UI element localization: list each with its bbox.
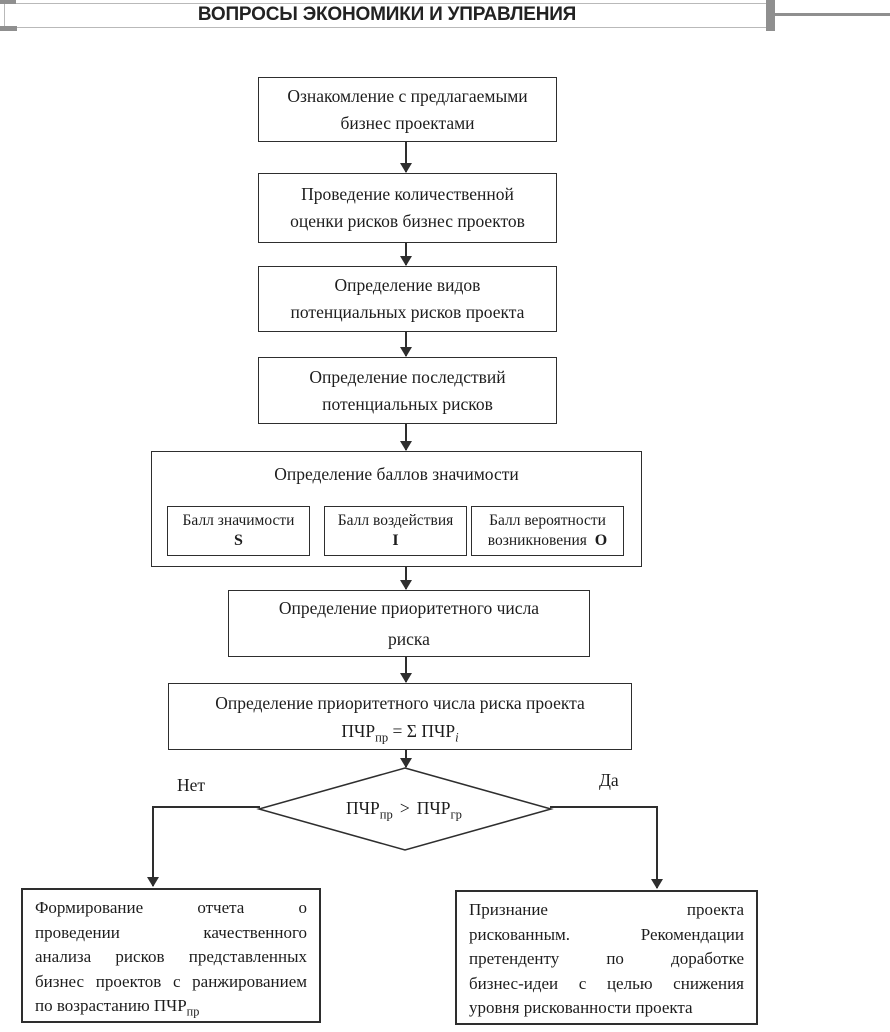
branch-line-no-horizontal <box>152 806 260 808</box>
step-box-rpn: Определение приоритетного числа риска <box>228 590 590 657</box>
step-text: Ознакомление с предлагаемыми <box>287 85 528 106</box>
header-bracket-bottom-left <box>0 26 17 31</box>
score-label: Балл воздействия <box>337 512 454 529</box>
score-label: Балл значимости <box>182 512 295 529</box>
score-box-impact: Балл воздействия I <box>324 506 467 556</box>
flow-arrow <box>400 424 412 451</box>
flow-arrow <box>400 332 412 357</box>
step-text: оценки рисков бизнес проектов <box>290 211 525 231</box>
branch-line-yes-horizontal <box>550 806 658 808</box>
score-label-2: возникновения O <box>487 532 608 549</box>
step-text: потенциальных рисков проекта <box>290 302 525 322</box>
score-box-significance: Балл значимости S <box>167 506 310 556</box>
step-box-risk-consequences: Определение последствий потенциальных ри… <box>258 357 557 424</box>
decision-condition: ПЧРпр>ПЧРгр <box>346 798 462 822</box>
header-bracket-top-left <box>0 0 16 4</box>
step-box-project-rpn: Определение приоритетного числа риска пр… <box>168 683 632 750</box>
step-text: потенциальных рисков <box>322 393 493 414</box>
outcome-line: анализа рисков представленных <box>35 947 307 967</box>
outcome-line-last: уровня рискованности проекта <box>469 998 693 1018</box>
rpn-formula: ПЧРпр = Σ ПЧРi <box>341 720 459 744</box>
branch-label-no: Нет <box>177 775 206 795</box>
outcome-line: рискованным. Рекомендации <box>469 924 744 944</box>
score-box-occurrence: Балл вероятности возникновения O <box>471 506 624 556</box>
outcome-box-yes: Признание проекта рискованным. Рекоменда… <box>455 890 758 1025</box>
outcome-line: Формирование отчета о <box>35 898 307 917</box>
score-symbol: S <box>234 532 243 549</box>
step-text: Определение последствий <box>309 366 506 387</box>
outcome-box-no: Формирование отчета о проведении качеств… <box>21 888 321 1023</box>
score-label: Балл вероятности <box>489 512 606 529</box>
flow-arrow <box>400 243 412 266</box>
outcome-line: бизнес-идеи с целью снижения <box>469 973 744 993</box>
outcome-line: претенденту по доработке <box>469 949 744 969</box>
branch-arrow-no <box>147 806 159 887</box>
step-box-risk-types: Определение видов потенциальных рисков п… <box>258 266 557 332</box>
scores-group-box: Определение баллов значимости Балл значи… <box>151 451 642 567</box>
header-bracket-right <box>766 0 775 31</box>
flow-arrow <box>400 567 412 590</box>
step-text: Определение видов <box>334 275 481 295</box>
header-rule-right <box>775 13 890 16</box>
step-text: Определение приоритетного числа <box>278 597 540 618</box>
step-box-quantitative-assessment: Проведение количественной оценки рисков … <box>258 173 557 243</box>
outcome-line: Признание проекта <box>469 900 744 919</box>
step-text: Проведение количественной <box>301 184 514 204</box>
score-symbol: O <box>594 532 608 549</box>
branch-arrow-yes <box>651 806 663 889</box>
journal-title: ВОПРОСЫ ЭКОНОМИКИ И УПРАВЛЕНИЯ <box>197 4 577 25</box>
score-symbol: I <box>392 532 399 549</box>
outcome-line: проведении качественного <box>35 922 307 942</box>
decision-diamond <box>256 767 554 851</box>
outcome-line: бизнес проектов с ранжированием <box>35 971 307 991</box>
step-text: риска <box>388 628 430 649</box>
step-text: Определение приоритетного числа риска пр… <box>215 692 585 713</box>
step-text: бизнес проектами <box>340 112 475 133</box>
branch-label-yes: Да <box>599 770 619 790</box>
scores-title: Определение баллов значимости <box>274 464 519 484</box>
flow-arrow <box>400 142 412 173</box>
flow-arrow <box>400 750 412 768</box>
outcome-line-last: по возрастанию ПЧРпр <box>35 996 200 1019</box>
step-box-review-projects: Ознакомление с предлагаемыми бизнес прое… <box>258 77 557 142</box>
journal-header-box <box>4 3 770 28</box>
flow-arrow <box>400 657 412 683</box>
